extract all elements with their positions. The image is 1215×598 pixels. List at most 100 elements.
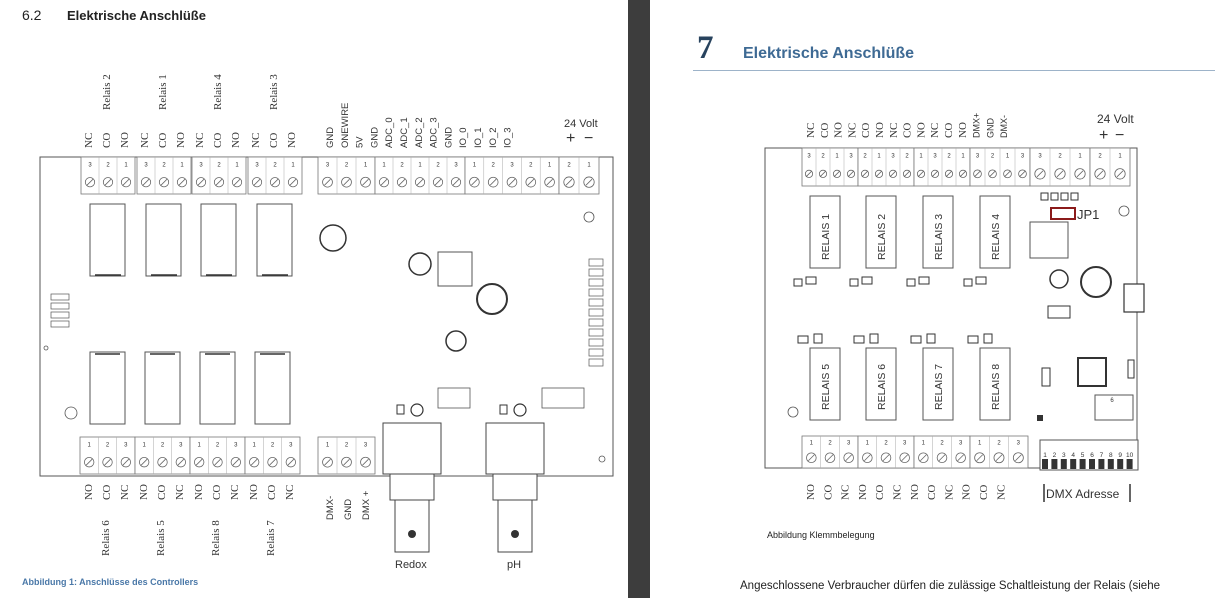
- io-pin-label: IO_2: [488, 127, 499, 148]
- capacitor: [319, 224, 347, 252]
- power-terminal-block-number: 2: [567, 162, 571, 168]
- program-header-number: 6: [1110, 398, 1114, 404]
- top-pin-label: DMX+: [972, 113, 982, 138]
- adc-terminal-block-screw-slot: [398, 178, 406, 186]
- small-component: [926, 333, 936, 344]
- pin-header-pin: [588, 338, 604, 347]
- bottom-terminal-block-number: 2: [884, 440, 888, 446]
- relay-terminal-block-bottom-number: 1: [87, 442, 91, 448]
- power-terminal-block-screw-slot: [565, 178, 573, 186]
- bottom-terminal-block-screw-slot: [1015, 454, 1022, 462]
- relay-terminal-block: [191, 156, 247, 195]
- relay-label-top: RELAIS 2: [876, 214, 888, 260]
- relay-terminal-block-number: 3: [199, 162, 203, 168]
- relay-body: [89, 351, 126, 425]
- relay-terminal-block-bottom-number: 1: [252, 442, 256, 448]
- relay-terminal-block-screw-slot: [215, 178, 223, 186]
- bottom-terminal-block-number: 2: [940, 440, 944, 446]
- dmx-terminal-block-screw-slot: [343, 458, 350, 466]
- dmx-terminal-block-right-number: 3: [1038, 154, 1042, 160]
- small-component: [967, 335, 979, 344]
- relay-pin-label: CO: [212, 133, 224, 148]
- relay-pin-label-bottom: NO: [138, 484, 150, 500]
- dip-switch-lever: [1117, 459, 1124, 469]
- dmx-terminal-block-number: 3: [364, 442, 368, 448]
- bottom-pin-label: NC: [995, 485, 1007, 500]
- small-component: [813, 333, 823, 344]
- bnc-led: [513, 403, 527, 417]
- microcontroller-chip: [1077, 357, 1107, 387]
- relay-pin-label-bottom: NC: [284, 485, 296, 500]
- power-plus-label-right: +: [1099, 127, 1108, 144]
- io-pin-label: IO_0: [458, 127, 469, 148]
- capacitor-small: [445, 330, 467, 352]
- io-pin-label: ONEWIRE: [340, 103, 351, 148]
- bnc-label: Redox: [395, 559, 427, 571]
- dmx-terminal-block-right-screw-slot: [1076, 170, 1084, 178]
- relay-pin-label-bottom: NO: [193, 484, 205, 500]
- io-pin-label: ADC_2: [414, 117, 425, 148]
- power-terminal-block-number: 1: [587, 162, 591, 168]
- top-terminal-block-screw-slot: [989, 170, 996, 178]
- bottom-terminal-block-number: 1: [922, 440, 926, 446]
- relay-pin-label-bottom: CO: [156, 485, 168, 500]
- dip-number: 9: [1118, 452, 1122, 459]
- bottom-pin-label: NO: [961, 484, 973, 500]
- dip-switch-lever: [1098, 459, 1105, 469]
- io-terminal-block-screw-slot: [362, 178, 369, 186]
- top-terminal-block-screw-slot: [917, 170, 925, 178]
- pin-header-pin: [50, 302, 70, 310]
- top-terminal-block-screw-slot: [931, 170, 939, 178]
- small-component: [983, 333, 993, 344]
- bottom-terminal-block-screw-slot: [808, 454, 815, 462]
- relay-body: [256, 203, 293, 277]
- relay-terminal-block: [247, 156, 303, 195]
- relay-label-top: RELAIS 3: [933, 214, 945, 260]
- relay-terminal-block-bottom: [134, 436, 191, 475]
- io-terminal-block-number: 1: [364, 162, 368, 168]
- capacitor-right: [1049, 269, 1069, 289]
- dip-switch-lever: [1126, 459, 1133, 469]
- relay-terminal-block-screw-slot: [104, 178, 112, 186]
- bottom-pin-label: CO: [926, 485, 938, 500]
- io-pin-label: ADC_0: [384, 117, 395, 148]
- relay-terminal-block: [80, 156, 136, 195]
- top-terminal-block-number: 1: [835, 154, 839, 160]
- top-terminal-block-number: 1: [961, 154, 965, 160]
- bnc-label: pH: [507, 559, 521, 571]
- top-terminal-block-screw-slot: [889, 170, 897, 178]
- relay-pin-label-bottom: NC: [229, 485, 241, 500]
- small-component: [1050, 192, 1059, 201]
- power-terminal-block-right-number: 2: [1098, 154, 1102, 160]
- small-component: [1041, 367, 1051, 387]
- relay-terminal-block-bottom-screw-slot: [104, 458, 111, 466]
- relay-label-top: RELAIS 1: [820, 214, 832, 260]
- dmx-terminal-block-screw-slot: [362, 458, 369, 466]
- dip-number: 10: [1126, 452, 1134, 459]
- bottom-terminal-block-screw-slot: [995, 454, 1003, 462]
- dmx-pin-label: GND: [343, 499, 354, 520]
- relay-terminal-block-screw-slot: [178, 178, 186, 186]
- pin-header-pin: [50, 293, 70, 301]
- relay-label-bottom: RELAIS 7: [933, 364, 945, 410]
- relay-terminal-block-bottom-screw-slot: [287, 458, 295, 466]
- top-terminal-block-number: 2: [863, 154, 867, 160]
- adc-terminal-block-screw-slot: [452, 178, 460, 186]
- dip-number: 7: [1100, 452, 1104, 459]
- relay-pin-label: NC: [250, 133, 262, 148]
- dip-number: 8: [1109, 452, 1113, 459]
- capacitor: [408, 252, 432, 276]
- relay-pin-label-bottom: NC: [119, 485, 131, 500]
- top-terminal-block-screw-slot: [875, 170, 883, 178]
- dip-number: 4: [1071, 452, 1075, 459]
- power-terminal-block-screw-slot: [585, 178, 593, 186]
- relay-pin-label-bottom: CO: [101, 485, 113, 500]
- top-terminal-block-number: 1: [1006, 154, 1010, 160]
- io2-terminal-block-number: 2: [492, 162, 496, 168]
- relay-terminal-block-bottom-number: 1: [197, 442, 201, 448]
- relay-terminal-block-bottom: [189, 436, 246, 475]
- relay-pin-label-bottom: CO: [266, 485, 278, 500]
- dip-switch-lever: [1042, 459, 1048, 469]
